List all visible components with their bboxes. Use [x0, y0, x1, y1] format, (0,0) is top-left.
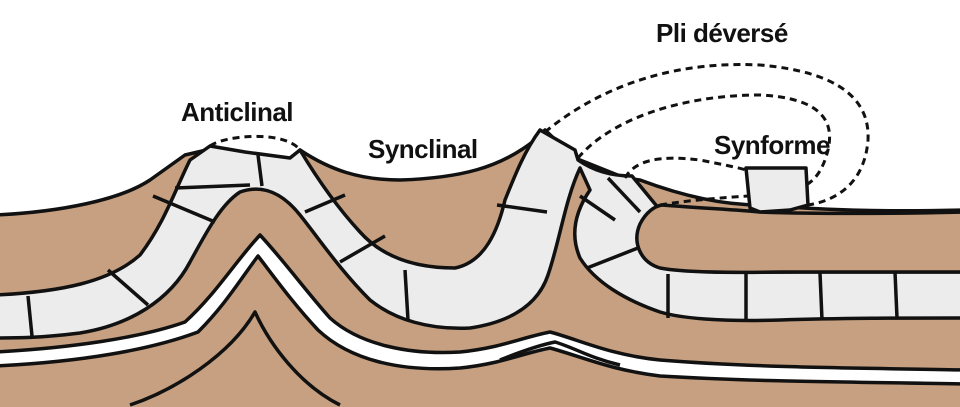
- deep-bump: [499, 340, 621, 367]
- segment-dividers: [26, 154, 899, 337]
- eroded-outlines: [209, 63, 870, 207]
- overturned-inner-dash: [576, 93, 831, 187]
- anticline-eroded-cap: [209, 134, 302, 152]
- label-synform: Synforme: [714, 130, 830, 160]
- lower-white-layer: [0, 233, 960, 386]
- synform-left-dash: [623, 156, 747, 179]
- label-anticline: Anticlinal: [181, 97, 293, 127]
- overturned-outer-dash: [544, 63, 870, 207]
- main-grey-layer: [0, 128, 960, 340]
- label-syncline: Synclinal: [368, 134, 478, 164]
- overturned-core: [635, 203, 960, 275]
- label-overturned-fold: Pli déversé: [656, 18, 788, 48]
- deep-ridge: [129, 310, 341, 407]
- synform-block: [744, 166, 810, 214]
